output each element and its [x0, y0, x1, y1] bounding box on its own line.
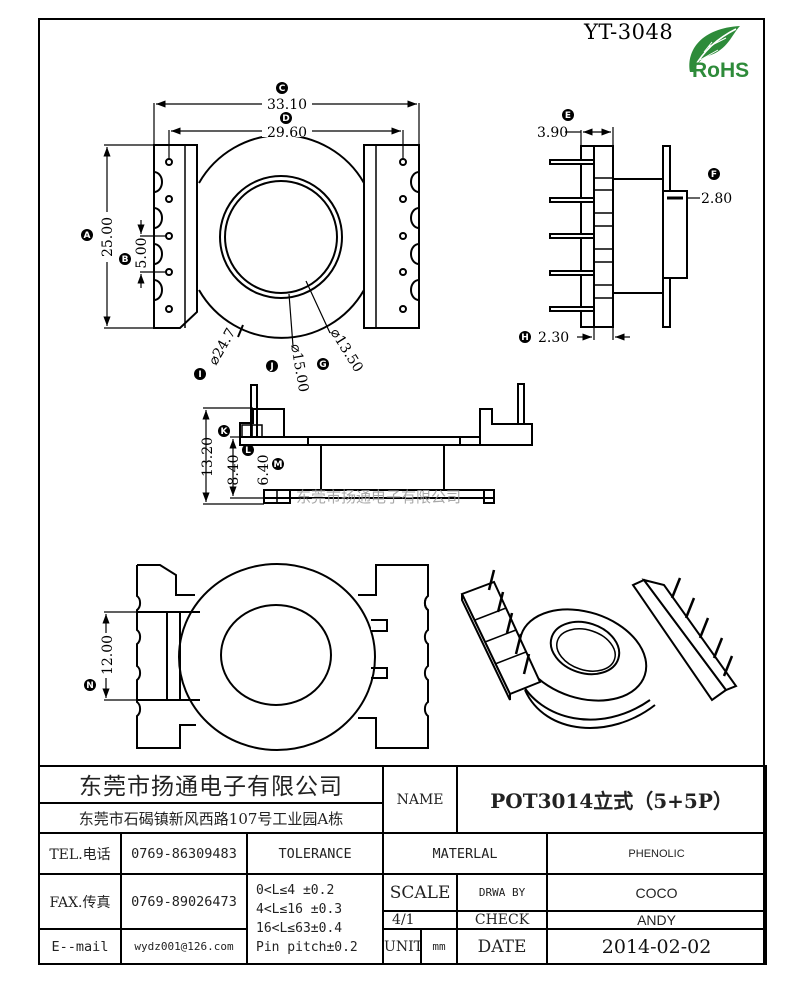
date-value: 2014-02-02	[546, 928, 768, 965]
tolerance-row: 4<L≤16 ±0.3	[256, 902, 343, 918]
fax-label: FAX.传真	[38, 873, 122, 931]
label-L-marker	[242, 444, 254, 456]
left-pin-bar	[153, 144, 198, 329]
email-value: wydz001@126.com	[120, 928, 248, 965]
tolerance-label: TOLERANCE	[245, 832, 385, 876]
dim-G-value: ⌀13.50	[327, 326, 366, 376]
name-value: POT3014立式（5+5P）	[456, 764, 768, 835]
date-label: DATE	[456, 928, 549, 965]
svg-text:N: N	[86, 681, 94, 691]
label-G-marker	[317, 358, 329, 370]
email-label: E--mail	[38, 928, 122, 965]
unit-label: UNIT	[382, 928, 423, 965]
fax-value: 0769-89026473	[120, 873, 248, 931]
rohs-text: RoHS	[692, 59, 749, 80]
check-value: ANDY	[546, 909, 768, 931]
side-view	[549, 145, 688, 328]
isometric-view	[460, 569, 738, 729]
label-D-marker	[280, 112, 292, 124]
label-H-marker	[519, 331, 531, 343]
tolerance-row: 0<L≤4 ±0.2	[256, 883, 335, 899]
material-value: PHENOLIC	[546, 832, 768, 876]
technical-drawing: 33.10 C 29.60 D 25.00 A 5.00 B ⌀24.7 I ⌀…	[81, 82, 738, 751]
check-label: CHECK	[456, 909, 549, 931]
drawn-by-label: DRWA BY	[456, 873, 549, 912]
svg-text:F: F	[711, 170, 717, 180]
dim-A-value: 25.00	[100, 217, 116, 257]
dim-D-value: 29.60	[267, 125, 307, 141]
svg-text:G: G	[319, 360, 326, 370]
bottom-view	[136, 563, 429, 751]
svg-text:B: B	[122, 255, 129, 265]
dim-flange-dia: ⌀24.7	[206, 326, 240, 368]
dim-B-value: 5.00	[134, 237, 150, 268]
label-C-marker	[276, 82, 288, 94]
tel-label: TEL.电话	[38, 832, 122, 876]
company-name: 东莞市扬通电子有限公司	[37, 765, 385, 804]
dim-F-value: 2.80	[701, 191, 732, 207]
svg-text:K: K	[221, 427, 229, 437]
tolerance-table: 0<L≤4 ±0.2 4<L≤16 ±0.3 16<L≤63±0.4 Pin p…	[245, 873, 385, 965]
watermark-text: 东莞市扬通电子有限公司	[296, 488, 461, 506]
dim-M-value: 6.40	[256, 454, 272, 485]
right-pin-bar	[363, 144, 420, 329]
material-label: MATERLAL	[382, 832, 549, 876]
dim-H-value: 2.30	[538, 330, 569, 346]
name-label: NAME	[382, 764, 459, 835]
tel-value: 0769-86309483	[120, 832, 248, 876]
scale-label: SCALE	[382, 873, 459, 912]
label-E-marker	[562, 109, 574, 121]
top-view	[153, 134, 420, 347]
label-N-marker	[84, 679, 96, 691]
svg-text:I: I	[198, 370, 201, 380]
svg-text:M: M	[274, 460, 283, 470]
svg-text:L: L	[245, 446, 251, 456]
unit-value: mm	[420, 928, 459, 965]
front-view	[239, 383, 533, 504]
label-B-marker	[119, 253, 131, 265]
leaf-icon	[689, 26, 740, 72]
label-A-marker	[81, 229, 93, 241]
label-K-marker	[218, 425, 230, 437]
label-M-marker	[272, 458, 284, 470]
label-J-marker	[266, 360, 278, 372]
label-F-marker	[708, 168, 720, 180]
svg-text:C: C	[279, 84, 286, 94]
svg-text:H: H	[521, 333, 529, 343]
scale-value: 4/1	[382, 909, 459, 931]
dim-J-value: ⌀15.00	[287, 343, 311, 394]
label-I-marker	[194, 368, 206, 380]
tolerance-row: Pin pitch±0.2	[256, 940, 358, 956]
company-address: 东莞市石碣镇新风西路107号工业园A栋	[37, 801, 385, 835]
dim-C-value: 33.10	[267, 97, 307, 113]
svg-text:D: D	[282, 114, 289, 124]
svg-text:E: E	[565, 111, 571, 121]
part-number: YT-3048	[584, 20, 674, 44]
drawing-frame	[38, 18, 765, 965]
tolerance-row: 16<L≤63±0.4	[256, 921, 343, 937]
dim-E-value: 3.90	[537, 125, 568, 141]
dim-total-height: 13.20	[200, 437, 216, 477]
rohs-logo: RoHS	[689, 26, 749, 80]
dim-N-value: 12.00	[100, 635, 116, 675]
svg-text:A: A	[84, 231, 91, 241]
title-block: 东莞市扬通电子有限公司 NAME POT3014立式（5+5P） 东莞市石碣镇新…	[37, 764, 768, 965]
svg-text:J: J	[269, 362, 273, 372]
dim-K-value: 8.40	[226, 454, 242, 485]
drawn-by-value: COCO	[546, 873, 768, 912]
